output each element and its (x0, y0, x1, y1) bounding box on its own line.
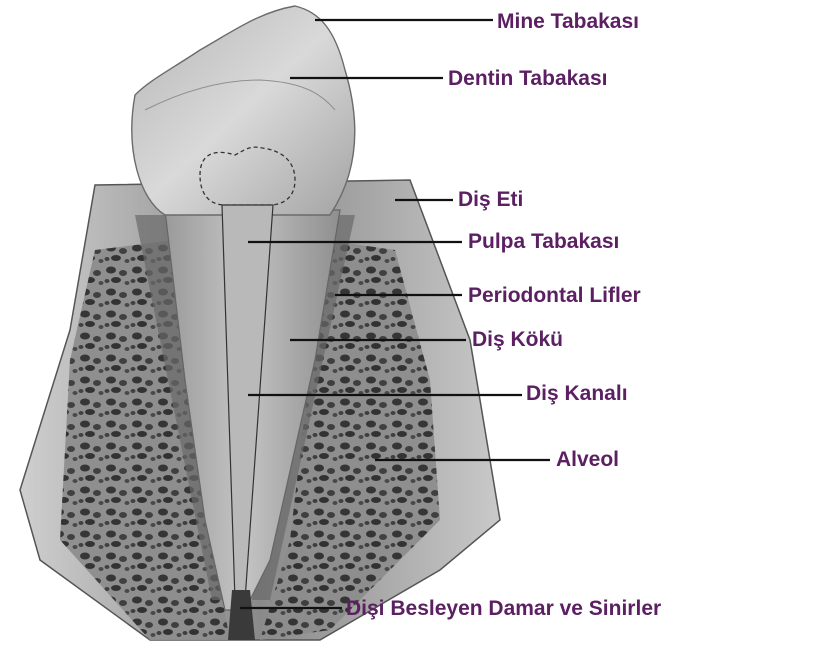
tooth-crown (132, 6, 355, 215)
label-dis-kanali: Diş Kanalı (526, 383, 628, 404)
label-disi-besleyen: Dişi Besleyen Damar ve Sinirler (346, 598, 661, 619)
label-dentin-tabakasi: Dentin Tabakası (448, 68, 608, 89)
label-dis-eti: Diş Eti (458, 189, 523, 210)
label-pulpa-tabakasi: Pulpa Tabakası (468, 231, 619, 252)
label-periodontal-lifler: Periodontal Lifler (468, 285, 641, 306)
label-dis-koku: Diş Kökü (472, 329, 563, 350)
label-mine-tabakasi: Mine Tabakası (497, 11, 639, 32)
label-alveol: Alveol (556, 449, 619, 470)
